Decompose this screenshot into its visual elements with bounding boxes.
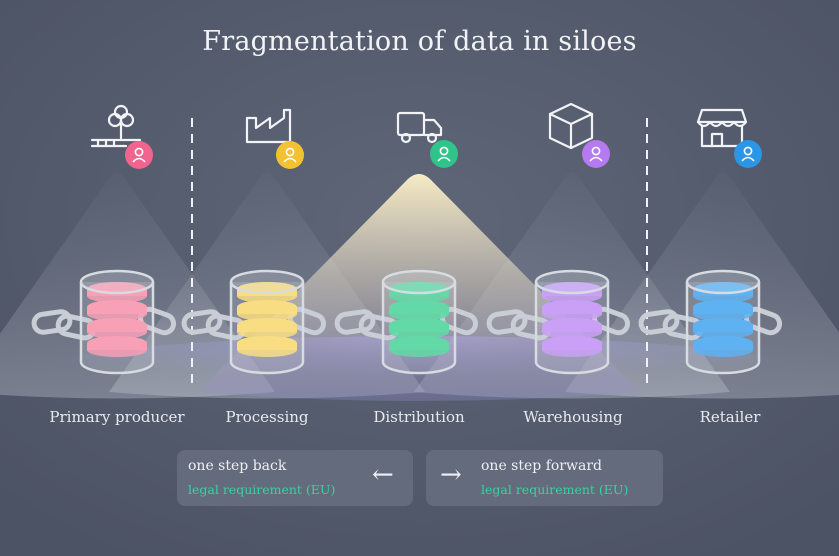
stage-label-processing: Processing	[225, 408, 309, 426]
chain-link	[334, 309, 376, 335]
one-step-forward-requirement: legal requirement (EU)	[481, 482, 629, 497]
one-step-back-box: one step back legal requirement (EU) ←	[177, 450, 413, 506]
database-5	[685, 269, 761, 375]
chain-link	[31, 309, 73, 335]
storefront-icon	[696, 108, 748, 148]
database-4	[534, 269, 610, 375]
delivery-truck-icon	[396, 111, 443, 144]
stage-dividers	[191, 118, 648, 385]
user-badge-icon	[430, 140, 458, 168]
arrow-left-icon: ←	[372, 460, 394, 490]
chain-link	[486, 309, 528, 335]
package-box-icon	[548, 102, 594, 150]
database-1	[79, 269, 155, 375]
user-badge-icon	[582, 140, 610, 168]
database-3	[381, 269, 457, 375]
one-step-forward-box: → one step forward legal requirement (EU…	[426, 450, 663, 506]
one-step-back-requirement: legal requirement (EU)	[188, 482, 336, 497]
stage-label-warehousing: Warehousing	[523, 408, 623, 426]
one-step-back-label: one step back	[188, 458, 287, 474]
stage-icons	[90, 102, 762, 169]
stage-label-distribution: Distribution	[373, 408, 465, 426]
one-step-forward-label: one step forward	[481, 458, 602, 474]
chain-link	[638, 309, 680, 335]
stage-label-retailer: Retailer	[699, 408, 761, 426]
user-badge-icon	[125, 141, 153, 169]
arrow-right-icon: →	[440, 460, 462, 490]
chain-link	[181, 309, 223, 335]
database-2	[229, 269, 305, 375]
stage-label-primary-producer: Primary producer	[49, 408, 185, 426]
page-title: Fragmentation of data in siloes	[202, 26, 637, 57]
databases	[79, 269, 761, 375]
user-badge-icon	[276, 141, 304, 169]
user-badge-icon	[734, 140, 762, 168]
factory-icon	[245, 108, 292, 144]
farm-tree-icon	[90, 104, 142, 148]
